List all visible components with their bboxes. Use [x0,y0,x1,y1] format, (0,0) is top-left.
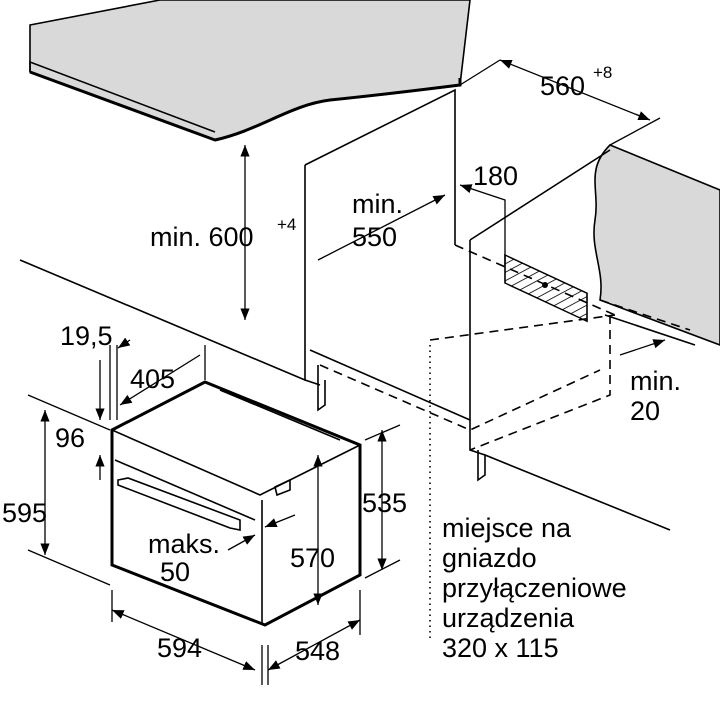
side-wall [593,144,720,346]
oven [110,380,362,627]
countertop [29,0,471,142]
socket-note-line: miejsce na [442,513,572,543]
dimension-lines [27,59,666,685]
oven-handle [117,477,241,531]
socket-note-line: urządzenia [442,603,575,633]
cabinet [19,88,696,640]
body-height-side-label: 535 [362,488,407,518]
socket-note-line: gniazdo [442,543,537,573]
socket-area-hatch [504,253,588,323]
socket-note-line: przyłączeniowe [442,573,627,603]
cabinet-width-tolerance: +8 [593,63,612,82]
side-gap-value: 20 [630,396,660,426]
min-height-tolerance: +4 [277,215,296,234]
min-depth-value: 550 [352,222,397,252]
min-height-label: min. 600 [150,222,254,252]
top-depth-label: 405 [130,364,175,394]
oven-depth-label: 548 [295,636,340,666]
cabinet-width-label: 560 [540,71,585,101]
panel-height-label: 96 [55,423,85,453]
handle-max-value: 50 [160,557,190,587]
oven-width-label: 594 [157,633,202,663]
body-height-label: 570 [290,543,335,573]
side-gap-prefix: min. [630,366,681,396]
min-depth-prefix: min. [352,189,403,219]
handle-max-prefix: maks. [148,529,220,559]
front-thickness-label: 19,5 [60,321,113,351]
socket-offset-label: 180 [473,161,518,191]
socket-note: miejsce na gniazdo przyłączeniowe urządz… [442,513,627,663]
socket-note-line: 320 x 115 [442,633,559,663]
total-height-label: 595 [2,498,47,528]
